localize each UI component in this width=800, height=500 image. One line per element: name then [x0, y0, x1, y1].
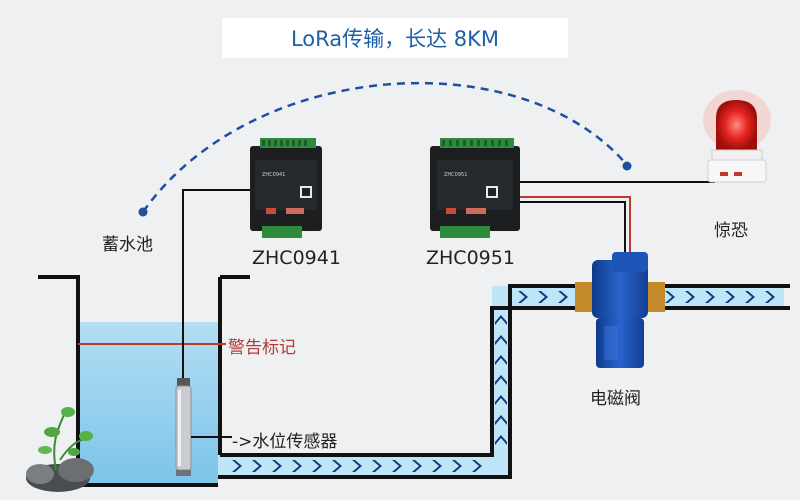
- reservoir-wall-left: [38, 275, 218, 487]
- reservoir-label: 蓄水池: [102, 235, 153, 255]
- device-zhc0951: ZHC0951: [430, 138, 520, 238]
- plant-decoration: [26, 407, 94, 492]
- level-sensor-probe: [175, 378, 192, 476]
- reservoir-wall-right: [218, 275, 250, 455]
- pipe-water-vertical: [492, 288, 510, 477]
- pipe-flow-arrows-vertical: [495, 315, 507, 445]
- alarm-light: [703, 90, 771, 183]
- title-banner: LoRa传输，长达 8KM: [222, 18, 568, 58]
- valve-wire-red: [520, 196, 631, 262]
- sensor-cable: [182, 189, 250, 380]
- alarm-label: 惊恐: [714, 221, 748, 241]
- warning-mark-label: 警告标记: [228, 338, 296, 358]
- solenoid-valve: [575, 252, 665, 368]
- lora-endpoint-right: [622, 161, 632, 171]
- valve-wire-black: [520, 201, 626, 262]
- lora-link-arc: [141, 81, 628, 213]
- lora-endpoint-left: [138, 207, 148, 217]
- device-zhc0941: ZHC0941: [250, 138, 322, 238]
- reservoir-water: [78, 322, 218, 485]
- device-right-model-label: ZHC0951: [426, 247, 515, 269]
- solenoid-valve-label: 电磁阀: [590, 389, 641, 409]
- pipe-outline-inner: [220, 306, 590, 457]
- pipe-outline-outer: [218, 284, 590, 479]
- device-left-screen-model: ZHC0941: [262, 172, 285, 178]
- pipe-flow-arrows-bottom: [232, 460, 482, 472]
- pipe-flow-arrows-top: [518, 291, 775, 303]
- pipe-water-bottom: [218, 455, 510, 477]
- device-left-model-label: ZHC0941: [252, 247, 341, 269]
- level-sensor-label: ->水位传感器: [232, 432, 338, 452]
- device-right-screen-model: ZHC0951: [444, 172, 467, 178]
